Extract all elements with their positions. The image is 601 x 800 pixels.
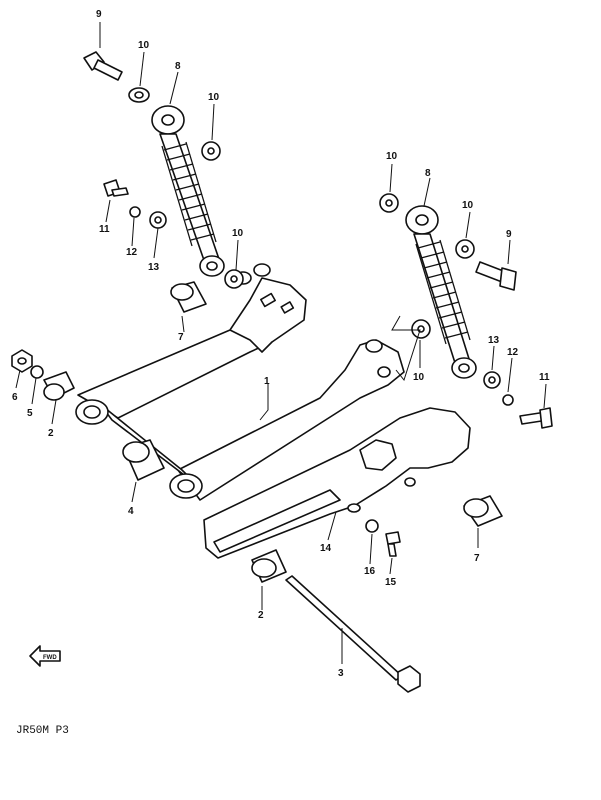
spacer-4 bbox=[122, 439, 165, 481]
callout-15: 15 bbox=[385, 577, 397, 588]
sleeve-7-lower bbox=[463, 495, 503, 527]
callout-5: 5 bbox=[27, 408, 33, 419]
callout-12: 12 bbox=[507, 347, 519, 358]
callout-13: 13 bbox=[488, 335, 500, 346]
callout-14: 14 bbox=[320, 543, 332, 554]
callout-3: 3 bbox=[338, 668, 344, 679]
callout-2: 2 bbox=[48, 428, 54, 439]
callout-10: 10 bbox=[462, 200, 474, 211]
bolt-11-right bbox=[519, 407, 553, 429]
callout-10: 10 bbox=[208, 92, 220, 103]
callout-10: 10 bbox=[232, 228, 244, 239]
forward-arrow-label: FWD bbox=[43, 655, 57, 661]
lock-washers-12 bbox=[129, 206, 514, 406]
leader-lines bbox=[15, 22, 547, 664]
callout-6: 6 bbox=[12, 392, 18, 403]
callout-10: 10 bbox=[138, 40, 150, 51]
washer-5 bbox=[30, 365, 44, 379]
bushing-2-left bbox=[43, 371, 75, 401]
callout-7: 7 bbox=[474, 553, 480, 564]
callout-10: 10 bbox=[386, 151, 398, 162]
washers-13 bbox=[149, 211, 501, 389]
bolt-9-right bbox=[475, 261, 517, 291]
washer-16 bbox=[365, 519, 379, 533]
callout-13: 13 bbox=[148, 262, 160, 273]
sleeve-7-upper bbox=[170, 281, 207, 313]
callout-2: 2 bbox=[258, 610, 264, 621]
bolt-9-upper-left bbox=[83, 51, 123, 81]
bushing-2-lower bbox=[251, 549, 287, 583]
callout-11: 11 bbox=[99, 224, 110, 235]
callout-16: 16 bbox=[364, 566, 376, 577]
bolt-11-left bbox=[103, 179, 129, 197]
callout-8: 8 bbox=[425, 168, 431, 179]
chain-case bbox=[203, 407, 471, 559]
callout-7: 7 bbox=[178, 332, 184, 343]
callout-numbers: 9 10 8 10 11 12 13 10 7 6 5 2 4 1 10 8 1… bbox=[12, 9, 550, 679]
callout-1: 1 bbox=[264, 376, 270, 387]
callout-8: 8 bbox=[175, 61, 181, 72]
washers-10 bbox=[128, 87, 475, 339]
callout-9: 9 bbox=[96, 9, 102, 20]
shock-absorber-right bbox=[405, 205, 477, 379]
diagram-caption: JR50M P3 bbox=[16, 725, 69, 737]
forward-arrow-icon: FWD bbox=[29, 645, 61, 667]
callout-12: 12 bbox=[126, 247, 138, 258]
nut-6 bbox=[11, 349, 33, 373]
callout-9: 9 bbox=[506, 229, 512, 240]
callout-4: 4 bbox=[128, 506, 134, 517]
pivot-bolt-3 bbox=[285, 575, 421, 693]
screw-15 bbox=[385, 531, 401, 557]
callout-10: 10 bbox=[413, 372, 425, 383]
callout-11: 11 bbox=[539, 372, 550, 383]
shock-absorber-left bbox=[151, 105, 225, 277]
